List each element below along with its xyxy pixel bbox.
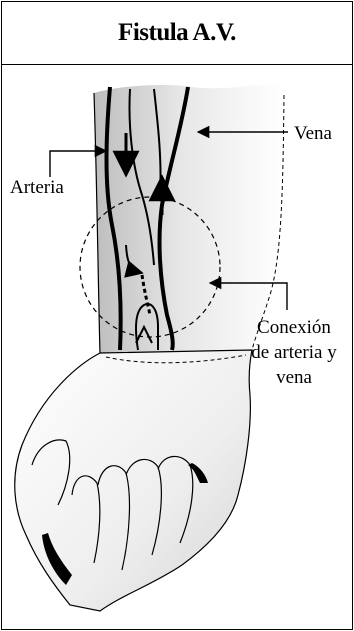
- forearm-illustration: Vena Arteria Conexión de arteria y vena: [2, 65, 352, 629]
- figure-title: Fistula A.V.: [118, 19, 236, 47]
- connection-label-line2: de arteria y: [251, 342, 337, 363]
- vein-label: Vena: [294, 123, 333, 144]
- hand: [15, 350, 252, 611]
- forearm-diagram: Vena Arteria Conexión de arteria y vena: [2, 65, 352, 629]
- artery-callout: Arteria: [10, 151, 106, 198]
- connection-label-line1: Conexión: [257, 317, 331, 338]
- artery-label: Arteria: [10, 177, 64, 198]
- title-bar: Fistula A.V.: [2, 2, 352, 65]
- connection-label-line3: vena: [276, 367, 312, 388]
- hand-skin: [15, 350, 252, 611]
